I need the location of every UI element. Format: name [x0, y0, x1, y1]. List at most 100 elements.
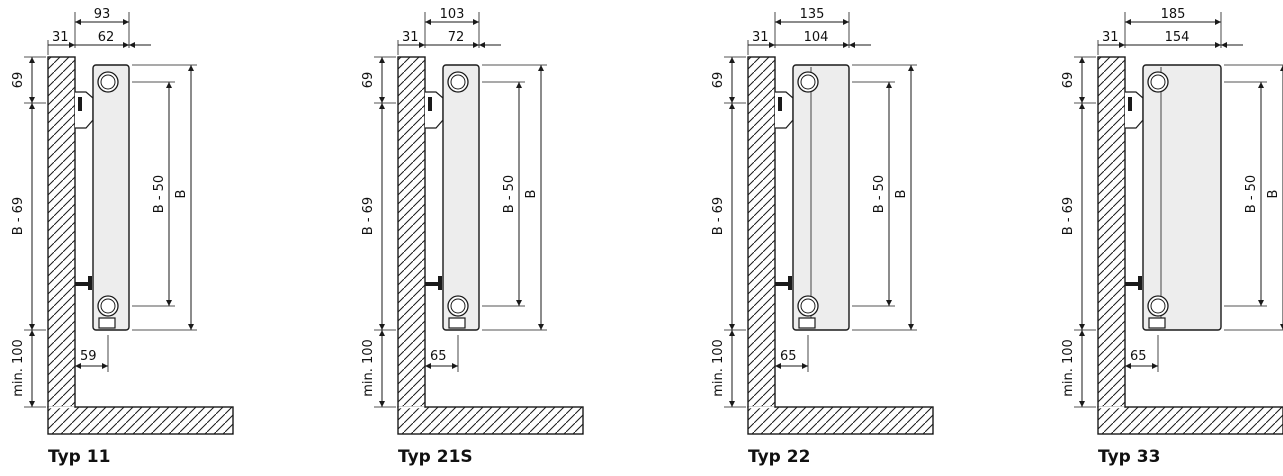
- arrow-head: [419, 42, 425, 48]
- radiator-body: [92, 64, 130, 331]
- arrow-head: [379, 330, 385, 336]
- connection-height-label: B - 50: [152, 175, 167, 213]
- bottom-connection-inner: [450, 298, 466, 314]
- arrow-head: [908, 65, 914, 71]
- arrow-head: [379, 97, 385, 103]
- wall-section: [47, 56, 76, 408]
- arrow-head: [29, 97, 35, 103]
- arrow-head: [843, 42, 849, 48]
- radiator-body: [792, 64, 850, 331]
- arrow-head: [849, 42, 855, 48]
- arrow-head: [379, 57, 385, 63]
- arrow-head: [1125, 19, 1131, 25]
- valve-stub: [448, 317, 466, 329]
- top-connection-inner: [450, 74, 466, 90]
- arrow-head: [166, 82, 172, 88]
- height-label: B: [524, 190, 539, 199]
- upper-span-label: B - 69: [11, 197, 26, 235]
- depth-total-label: 185: [1161, 7, 1186, 22]
- valve-stub: [798, 317, 816, 329]
- arrow-head: [729, 97, 735, 103]
- depth-total-label: 93: [94, 7, 111, 22]
- wall-section: [1097, 56, 1126, 408]
- arrow-head: [473, 19, 479, 25]
- bottom-bracket-pin: [438, 276, 442, 290]
- upper-span-label: B - 69: [711, 197, 726, 235]
- arrow-head: [1079, 103, 1085, 109]
- arrow-head: [1258, 82, 1264, 88]
- arrow-head: [425, 363, 431, 369]
- arrow-head: [516, 82, 522, 88]
- arrow-head: [75, 19, 81, 25]
- arrow-head: [1221, 42, 1227, 48]
- height-label: B: [894, 190, 909, 199]
- arrow-head: [1079, 57, 1085, 63]
- bottom-bracket: [75, 282, 89, 286]
- arrow-head: [1215, 42, 1221, 48]
- arrow-head: [729, 330, 735, 336]
- wall-gap-label: 31: [52, 30, 69, 45]
- upper-span-label: B - 69: [361, 197, 376, 235]
- top-bracket: [425, 91, 444, 129]
- arrow-head: [769, 42, 775, 48]
- arrow-head: [188, 65, 194, 71]
- arrow-head: [1280, 65, 1283, 71]
- arrow-head: [29, 103, 35, 109]
- top-bracket-hook: [778, 97, 782, 111]
- bottom-connection-inner: [1150, 298, 1166, 314]
- wall-gap-label: 31: [1102, 30, 1119, 45]
- radiator-depth-label: 62: [98, 30, 115, 45]
- bottom-bracket: [775, 282, 789, 286]
- arrow-head: [1079, 97, 1085, 103]
- arrow-head: [379, 103, 385, 109]
- floor-clearance-label: min. 100: [1061, 339, 1076, 397]
- arrow-head: [123, 19, 129, 25]
- radiator-depth-label: 72: [448, 30, 465, 45]
- arrow-head: [843, 19, 849, 25]
- bracket-offset-label: 59: [80, 349, 97, 364]
- arrow-head: [1215, 19, 1221, 25]
- top-bracket-hook: [1128, 97, 1132, 111]
- arrow-head: [75, 363, 81, 369]
- wall-gap-label: 31: [402, 30, 419, 45]
- arrow-head: [729, 324, 735, 330]
- type-label: Typ 21S: [398, 447, 473, 467]
- radiator-body: [1142, 64, 1222, 331]
- depth-total-label: 103: [440, 7, 465, 22]
- bottom-connection-inner: [100, 298, 116, 314]
- wall-gap-label: 31: [752, 30, 769, 45]
- bottom-connection-inner: [800, 298, 816, 314]
- top-offset-label: 69: [1061, 72, 1076, 89]
- radiator-depth-label: 104: [804, 30, 829, 45]
- arrow-head: [102, 363, 108, 369]
- arrow-head: [123, 42, 129, 48]
- arrow-head: [1119, 42, 1125, 48]
- connection-height-label: B - 50: [872, 175, 887, 213]
- arrow-head: [1079, 330, 1085, 336]
- arrow-head: [886, 300, 892, 306]
- valve-stub: [1148, 317, 1166, 329]
- type-label: Typ 33: [1098, 447, 1161, 467]
- arrow-head: [802, 363, 808, 369]
- arrow-head: [516, 300, 522, 306]
- wall-section: [397, 56, 426, 408]
- arrow-head: [1152, 363, 1158, 369]
- arrow-head: [29, 324, 35, 330]
- arrow-head: [1079, 324, 1085, 330]
- top-connection-inner: [100, 74, 116, 90]
- arrow-head: [166, 300, 172, 306]
- arrow-head: [29, 401, 35, 407]
- arrow-head: [538, 65, 544, 71]
- arrow-head: [1280, 324, 1283, 330]
- floor-section: [47, 406, 234, 435]
- wall-floor-joint: [48, 406, 75, 409]
- top-bracket: [775, 91, 794, 129]
- arrow-head: [69, 42, 75, 48]
- arrow-head: [379, 324, 385, 330]
- bottom-bracket: [1125, 282, 1139, 286]
